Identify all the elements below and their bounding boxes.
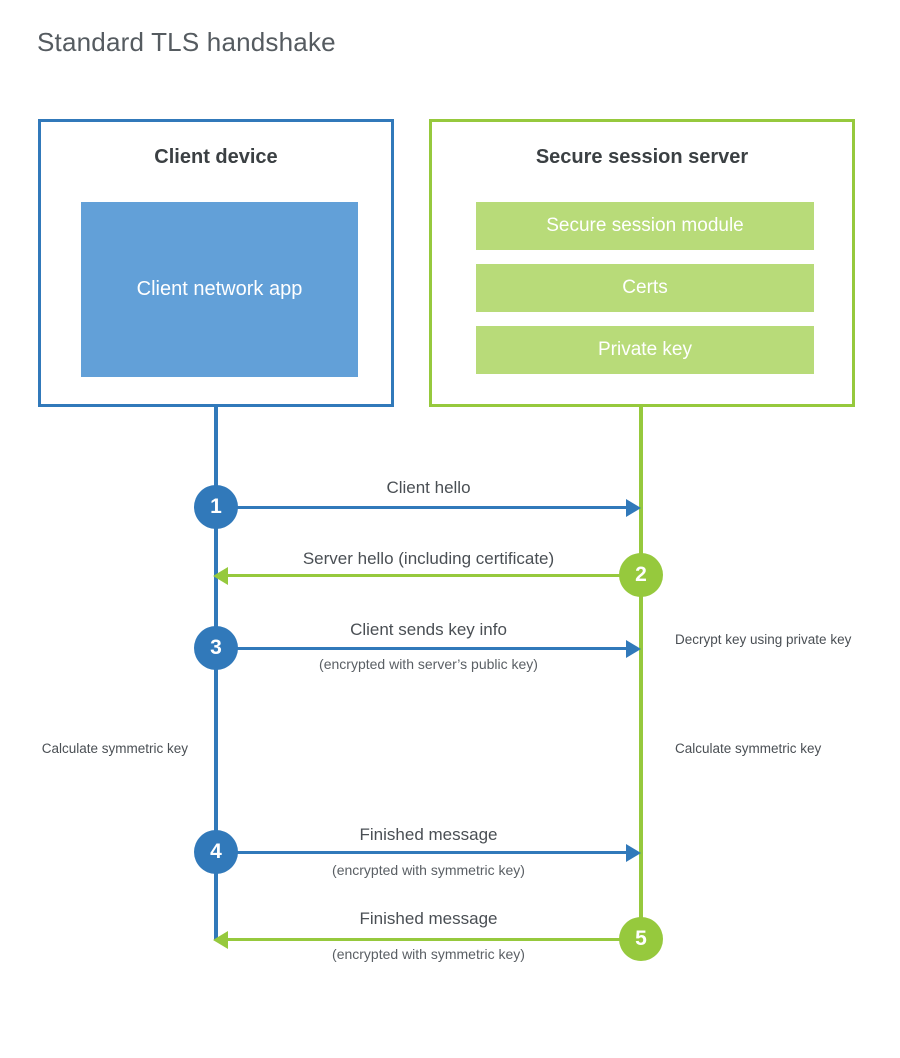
server-component-private-key: Private key <box>476 326 814 374</box>
client-network-app-block: Client network app <box>81 202 358 377</box>
client-device-heading: Client device <box>154 146 278 168</box>
step-marker-5: 5 <box>619 917 663 961</box>
secure-session-server-box: Secure session server Secure session mod… <box>429 119 855 407</box>
message-4-sublabel: (encrypted with symmetric key) <box>332 862 525 878</box>
secure-session-server-heading: Secure session server <box>535 146 749 168</box>
annotation-server-decrypt-key: Decrypt key using private key <box>675 632 852 647</box>
server-component-certs: Certs <box>476 264 814 312</box>
message-1-arrow-line <box>216 506 628 509</box>
message-5-arrow-head-icon <box>213 930 228 949</box>
message-2-arrow-head-icon <box>213 566 228 585</box>
message-3-label: Client sends key info <box>350 620 507 639</box>
message-5-arrow-line <box>228 938 640 941</box>
server-component-list: Secure session module Certs Private key <box>476 202 814 374</box>
server-component-secure-session-module: Secure session module <box>476 202 814 250</box>
message-3-arrow-line <box>216 647 628 650</box>
message-4-label: Finished message <box>359 825 498 844</box>
step-marker-1: 1 <box>194 485 238 529</box>
server-lifeline <box>639 406 643 940</box>
annotation-server-calculate-symmetric-key: Calculate symmetric key <box>675 741 822 756</box>
step-marker-2: 2 <box>619 553 663 597</box>
message-1-label: Client hello <box>386 478 471 497</box>
page-title: Standard TLS handshake <box>37 27 336 57</box>
step-marker-3: 3 <box>194 626 238 670</box>
message-3-arrow-head-icon <box>626 639 641 658</box>
annotation-client-calculate-symmetric-key: Calculate symmetric key <box>41 741 188 756</box>
message-5-sublabel: (encrypted with symmetric key) <box>332 946 525 962</box>
message-4-arrow-line <box>216 851 628 854</box>
step-marker-4: 4 <box>194 830 238 874</box>
client-device-box: Client device Client network app <box>38 119 394 407</box>
message-4-arrow-head-icon <box>626 843 641 862</box>
message-2-label: Server hello (including certificate) <box>302 549 555 568</box>
client-lifeline <box>214 406 218 940</box>
message-5-label: Finished message <box>359 909 498 928</box>
message-1-arrow-head-icon <box>626 498 641 517</box>
message-2-arrow-line <box>228 574 640 577</box>
message-3-sublabel: (encrypted with server’s public key) <box>319 656 538 672</box>
